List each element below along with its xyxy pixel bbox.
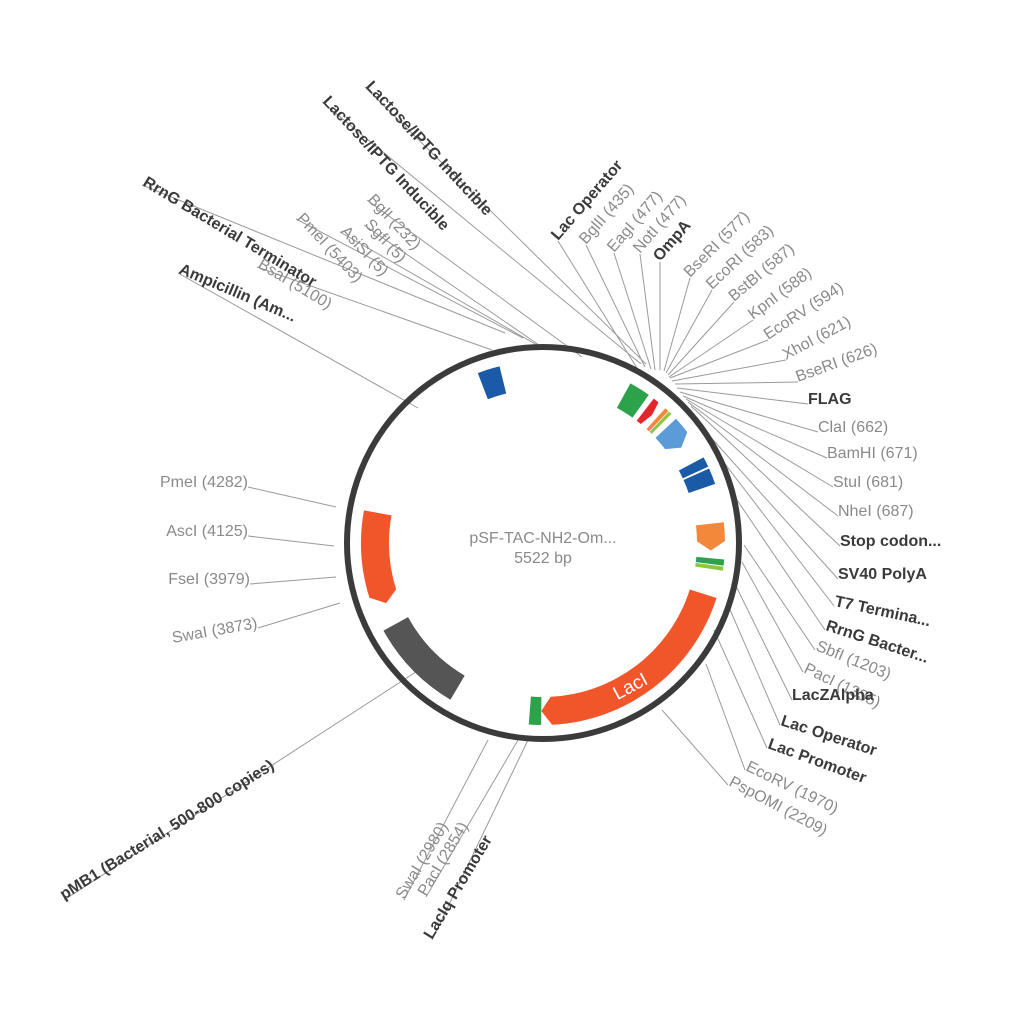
- leader-line: [743, 544, 816, 651]
- leader-line: [661, 709, 729, 786]
- plasmid-length: 5522 bp: [514, 550, 572, 567]
- leader-line: [665, 289, 713, 374]
- leader-line: [431, 739, 529, 941]
- leader-line: [63, 667, 423, 901]
- leader-line: [247, 486, 337, 508]
- restriction-site-label: AscI (4125): [166, 523, 248, 540]
- label-leader-lines: [63, 86, 841, 941]
- feature-label: Stop codon...: [840, 533, 941, 550]
- feature-label: LacZAlpha: [792, 687, 874, 704]
- leader-line: [690, 405, 841, 547]
- restriction-site-label: NheI (687): [838, 503, 914, 520]
- leader-line: [668, 319, 754, 378]
- feature-arcs: LacI: [361, 366, 725, 725]
- leader-line: [295, 218, 524, 339]
- leader-line: [141, 184, 506, 334]
- plasmid-backbone-circle: [344, 344, 742, 742]
- leader-line: [713, 629, 768, 749]
- leader-line: [736, 499, 826, 631]
- leader-line: [363, 224, 540, 346]
- feature-LacI: [541, 589, 717, 725]
- feature-laciq-promoter: [528, 696, 542, 725]
- feature-label: pMB1 (Bacterial, 500-800 copies): [57, 757, 277, 903]
- feature-lac-promoter-lime: [695, 563, 724, 571]
- restriction-site-label: BamHI (671): [827, 445, 918, 462]
- leader-line: [257, 602, 341, 629]
- feature-flag-orange: [646, 408, 669, 432]
- leader-line: [669, 339, 769, 379]
- restriction-site-label: PmeI (4282): [160, 474, 248, 491]
- feature-flag-lime: [649, 411, 672, 434]
- leader-line: [249, 576, 337, 585]
- leader-line: [741, 561, 804, 673]
- plasmid-name: pSF-TAC-NH2-Om...: [469, 530, 616, 547]
- leader-line: [687, 401, 839, 517]
- leader-line: [667, 301, 735, 376]
- leader-line: [705, 431, 839, 580]
- leader-line: [721, 459, 835, 607]
- leader-line: [177, 272, 419, 409]
- feature-ompa-red: [636, 398, 659, 424]
- feature-light-orange-arrow: [695, 522, 725, 551]
- leader-line: [676, 387, 809, 405]
- leader-line: [403, 739, 489, 901]
- feature-label: FLAG: [808, 391, 852, 408]
- leader-line: [366, 199, 583, 358]
- leader-line: [639, 253, 656, 371]
- leader-line: [671, 359, 787, 382]
- restriction-site-label: SwaI (3873): [171, 615, 259, 647]
- leader-line: [705, 663, 746, 771]
- restriction-site-label: FseI (3979): [168, 571, 250, 588]
- leader-line: [364, 86, 647, 365]
- leader-line: [727, 604, 781, 726]
- feature-Ampicillin: [361, 510, 397, 604]
- leader-line: [663, 277, 691, 372]
- leader-line: [557, 240, 638, 369]
- leader-line: [585, 244, 646, 368]
- leader-line: [613, 252, 652, 370]
- restriction-site-label: ClaI (662): [818, 419, 888, 436]
- restriction-site-label: StuI (681): [833, 474, 903, 491]
- leader-line: [674, 381, 799, 385]
- leader-line: [685, 398, 834, 488]
- feature-lac-small-green: [625, 389, 649, 418]
- feature-term-dark-blue-2: [683, 468, 716, 494]
- leader-line: [425, 739, 519, 898]
- feature-pMB1: [383, 617, 465, 700]
- leader-line: [679, 391, 819, 433]
- leader-line: [256, 266, 493, 351]
- leader-line: [247, 535, 335, 547]
- leader-line: [339, 231, 538, 346]
- leader-line: [735, 585, 793, 701]
- feature-gene-light-blue: [655, 418, 688, 450]
- feature-lac-promoter-green: [695, 556, 725, 566]
- feature-label: SV40 PolyA: [838, 566, 927, 583]
- leader-line: [682, 395, 828, 459]
- feature-rrnG-terminator-1: [477, 366, 507, 400]
- feature-term-dark-blue-1: [678, 457, 709, 479]
- leader-line: [321, 101, 642, 365]
